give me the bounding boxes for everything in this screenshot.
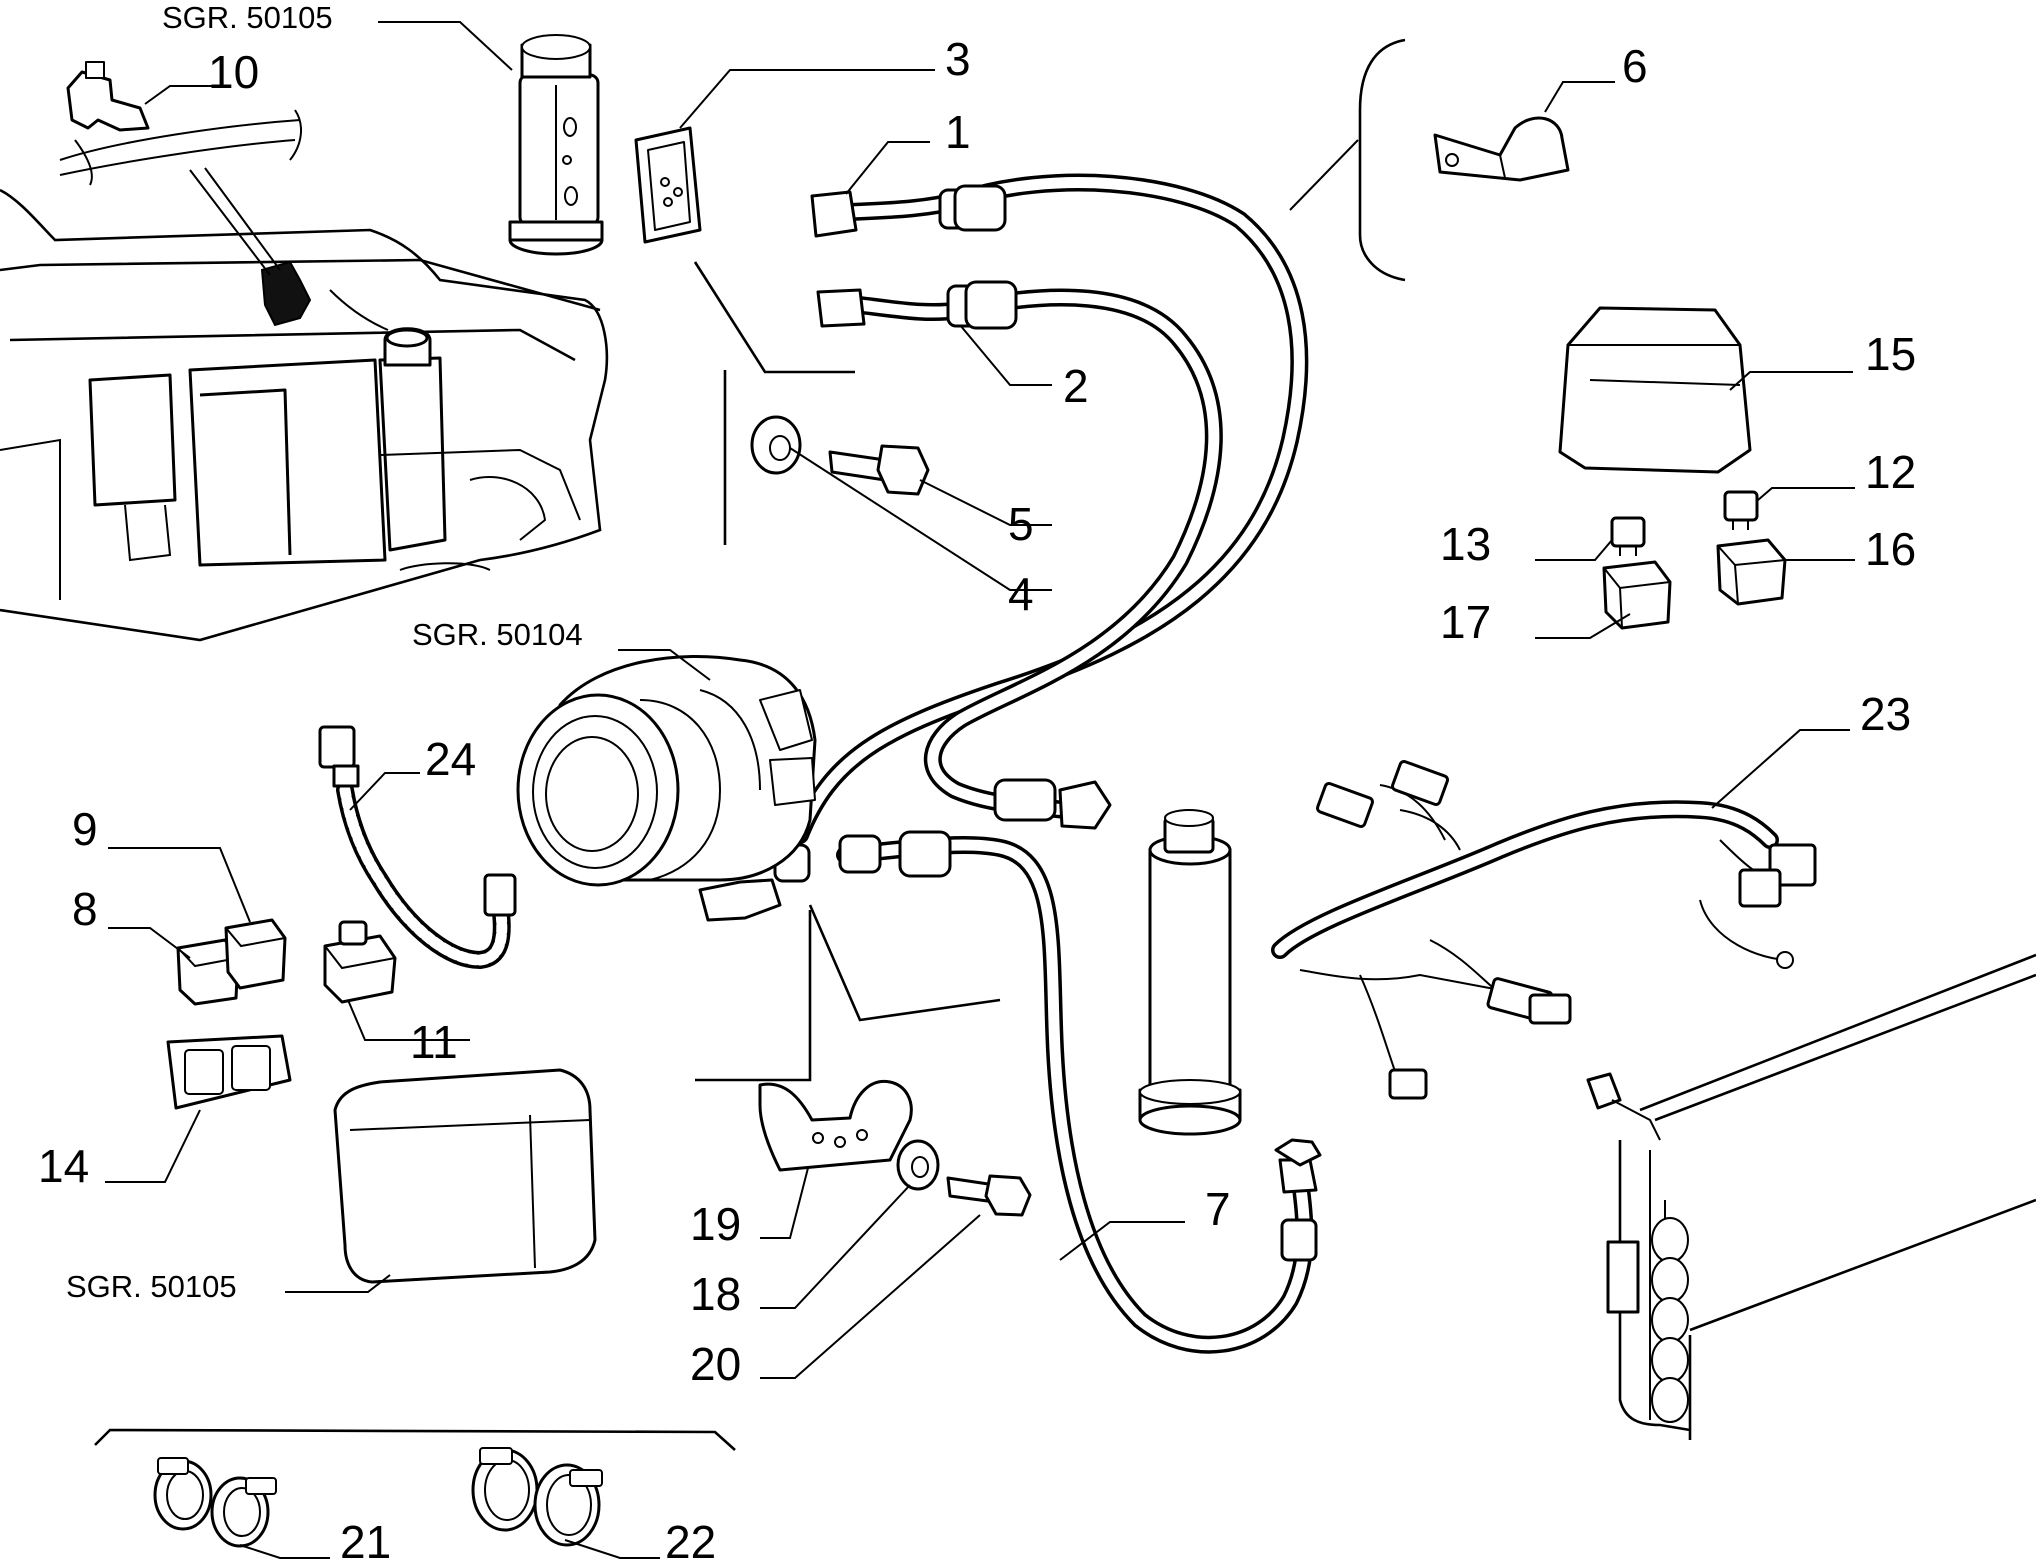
group-ref-bottom: SGR. 50105 <box>66 1269 237 1304</box>
fuse-holder-part-14 <box>166 1034 292 1110</box>
callout-1: 1 <box>945 106 971 158</box>
relay-box-component <box>333 1068 597 1284</box>
callout-4: 4 <box>1008 568 1034 620</box>
relay-part-16 <box>1716 538 1787 606</box>
callout-11: 11 <box>410 1016 458 1068</box>
group-bracket-3-5 <box>693 261 855 374</box>
group-bracket-19-20 <box>808 904 1001 1022</box>
washer-part-4 <box>750 415 802 475</box>
group-ref-top: SGR. 50105 <box>162 0 333 35</box>
gasket-part-3 <box>634 126 702 244</box>
relay-part-17 <box>1602 560 1672 630</box>
callout-18: 18 <box>690 1268 741 1320</box>
washer-part-18 <box>896 1139 940 1191</box>
callout-20: 20 <box>690 1338 741 1390</box>
connector-part-11 <box>323 920 397 1004</box>
callout-7: 7 <box>1205 1183 1231 1235</box>
engine-block-illustration <box>0 109 609 642</box>
group-bracket-6 <box>1358 38 1406 282</box>
wiring-harness-part-24 <box>318 725 517 969</box>
callout-2: 2 <box>1063 360 1089 412</box>
sensor-part-10 <box>66 61 281 276</box>
callout-9: 9 <box>72 803 98 855</box>
hose-clamp-part-21 <box>153 1457 277 1548</box>
callout-24: 24 <box>425 733 476 785</box>
gasket-part-19 <box>758 1079 913 1172</box>
refrigerant-hose-assembly <box>698 173 1322 1354</box>
fuse-part-12 <box>1723 490 1759 530</box>
callout-14: 14 <box>38 1140 89 1192</box>
callout-21: 21 <box>340 1516 391 1560</box>
callout-leader-lines <box>105 21 1855 1559</box>
bolt-part-20 <box>946 1174 1032 1217</box>
callout-6: 6 <box>1622 40 1648 92</box>
callout-19: 19 <box>690 1198 741 1250</box>
callout-17: 17 <box>1440 596 1491 648</box>
fuse-part-13 <box>1610 516 1646 556</box>
receiver-drier <box>1138 809 1242 1136</box>
callout-3: 3 <box>945 33 971 85</box>
relay-part-9 <box>224 918 287 990</box>
group-bracket-left <box>695 910 812 1082</box>
callout-8: 8 <box>72 883 98 935</box>
main-wiring-harness-part-23 <box>1271 759 1817 1100</box>
condenser-illustration <box>1586 953 2036 1440</box>
group-bracket-21-22 <box>94 1428 736 1451</box>
callout-5: 5 <box>1008 498 1034 550</box>
ac-compressor <box>516 655 817 887</box>
callout-23: 23 <box>1860 688 1911 740</box>
callout-10: 10 <box>208 46 259 98</box>
callout-12: 12 <box>1865 446 1916 498</box>
pressure-switch-component <box>508 34 604 256</box>
clamp-part-6 <box>1433 116 1570 182</box>
bolt-part-5 <box>828 444 930 496</box>
callout-22: 22 <box>665 1516 716 1560</box>
group-ref-compressor: SGR. 50104 <box>412 617 583 652</box>
callout-13: 13 <box>1440 518 1491 570</box>
callout-16: 16 <box>1865 523 1916 575</box>
hose-clamp-part-22 <box>471 1447 603 1547</box>
callout-labels: SGR. 50105 10 3 1 6 2 15 5 4 12 13 16 17… <box>38 0 1916 1560</box>
callout-15: 15 <box>1865 328 1916 380</box>
relay-box-cover-part-15 <box>1558 306 1752 474</box>
